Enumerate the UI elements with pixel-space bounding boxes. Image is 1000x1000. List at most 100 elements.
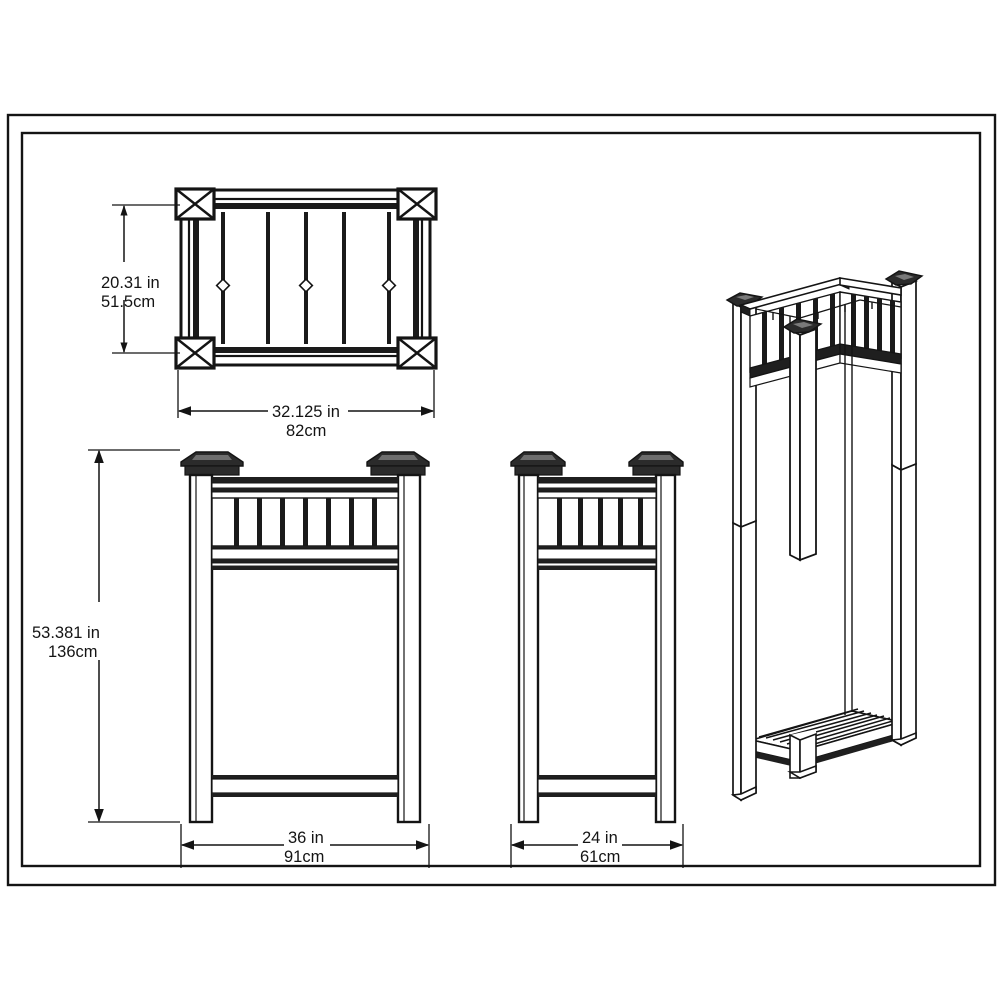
side-elevation [510, 451, 684, 824]
dimension-top-view-width: 32.125 in 82cm [177, 370, 435, 440]
front-post-cap-left [180, 451, 244, 476]
front-slat [349, 498, 354, 546]
rail-dark-stripe [212, 546, 398, 549]
dimension-inches-label: 24 in [582, 829, 618, 847]
isometric-view [725, 270, 924, 802]
shelf-slat [758, 708, 859, 738]
corner-post-bottom-right [396, 336, 438, 370]
post-cap-highlight [638, 455, 674, 460]
side-post-leg-left [517, 473, 540, 824]
post-cap-collar [184, 465, 240, 476]
post-cap-highlight [192, 455, 232, 460]
post-cap-collar [632, 465, 681, 476]
stretcher-dark-stripe [212, 775, 398, 779]
side-lower-stretcher [537, 775, 657, 797]
dimension-overall-height: 53.381 in 136cm [32, 449, 180, 823]
stretcher-body [537, 778, 657, 794]
stretcher-dark-stripe [538, 775, 656, 779]
dimension-inches-label: 32.125 in [272, 403, 340, 421]
rail-light-stripe [537, 491, 657, 499]
dimension-cm-label: 61cm [580, 848, 620, 866]
post-cap-collar [370, 465, 426, 476]
rail-dark-stripe [538, 559, 656, 563]
top-view-outer-edge [179, 188, 432, 367]
post-leg-outline [654, 473, 677, 824]
iso-top-rim [738, 277, 902, 317]
shelf-edge-shadow [752, 751, 800, 768]
dimension-cm-label: 82cm [286, 422, 326, 440]
side-post-cap-left [510, 451, 566, 476]
post-x-cross-icon [175, 188, 215, 220]
iso-slat [877, 298, 882, 355]
post-leg-outline [396, 473, 422, 824]
interior-edge [859, 299, 902, 308]
shelf-slat [765, 710, 865, 739]
corner-post-top-left [174, 187, 216, 221]
side-post-leg-right [654, 473, 677, 824]
top-view-frame [179, 188, 432, 367]
rail-light-stripe [211, 482, 399, 489]
post-lower-side-face [732, 521, 742, 802]
post-cap-highlight [793, 322, 813, 328]
foot-front-left [730, 785, 757, 801]
rail-dark-stripe [212, 488, 398, 492]
dimension-inches-label: 53.381 in [32, 624, 100, 642]
diamond-marker-icon [298, 278, 314, 293]
shelf-edge-shadow [800, 733, 901, 768]
front-slat [280, 498, 285, 546]
front-elevation [180, 451, 430, 824]
iso-slat [830, 293, 835, 351]
side-slat [557, 498, 562, 546]
side-bottom-rail-band [537, 546, 657, 570]
rim-rail-back-right-top [839, 277, 902, 296]
post-front-face [900, 279, 917, 472]
rail-dark-stripe [538, 546, 656, 549]
top-view-inner-edge [187, 197, 424, 358]
iso-post-rear-right-lower [891, 462, 917, 747]
post-cap-highlight [895, 274, 914, 280]
front-slat [303, 498, 308, 546]
side-slat [598, 498, 603, 546]
top-view-slat [221, 212, 225, 344]
foot-rear-right [889, 731, 917, 746]
side-slat [578, 498, 583, 546]
front-top-rail-band [211, 477, 399, 499]
border-inner-rule [20, 131, 982, 868]
post-cap-highlight [378, 455, 418, 460]
dimension-inches-label: 36 in [288, 829, 324, 847]
top-view-slat [387, 212, 391, 344]
stretcher-dark-stripe [212, 793, 398, 797]
rail-dark-stripe [212, 477, 398, 483]
rail-light-stripe [211, 491, 399, 499]
top-view-slat [266, 212, 270, 344]
side-slat [618, 498, 623, 546]
side-post-cap-right [628, 451, 684, 476]
post-leg-outline [517, 473, 540, 824]
rail-light-stripe [537, 482, 657, 489]
front-slat [257, 498, 262, 546]
iso-slat [890, 300, 895, 357]
dimension-side-width: 24 in 61cm [510, 824, 684, 868]
top-view-side-rails [193, 203, 419, 353]
side-slat [638, 498, 643, 546]
iso-post-rear-interior [844, 305, 853, 715]
dimension-inches-label: 20.31 in [101, 274, 160, 292]
front-post-cap-right [366, 451, 430, 476]
top-view-rail-back [200, 203, 412, 209]
post-cap-highlight [520, 455, 556, 460]
shelf-slat [800, 719, 897, 749]
post-leg-outline [188, 473, 214, 824]
post-lower-front-face [900, 462, 917, 747]
rail-light-stripe [211, 548, 399, 560]
front-post-leg-left [188, 473, 214, 824]
iso-slat [762, 311, 767, 369]
top-view-rail-left [193, 215, 199, 341]
iso-feet [730, 731, 917, 801]
iso-post-front-left [732, 519, 757, 802]
foot-front-center [787, 764, 817, 779]
front-post-leg-right [396, 473, 422, 824]
dimension-top-view-depth: 20.31 in 51.5cm [101, 204, 180, 354]
top-view-rail-right [413, 215, 419, 341]
